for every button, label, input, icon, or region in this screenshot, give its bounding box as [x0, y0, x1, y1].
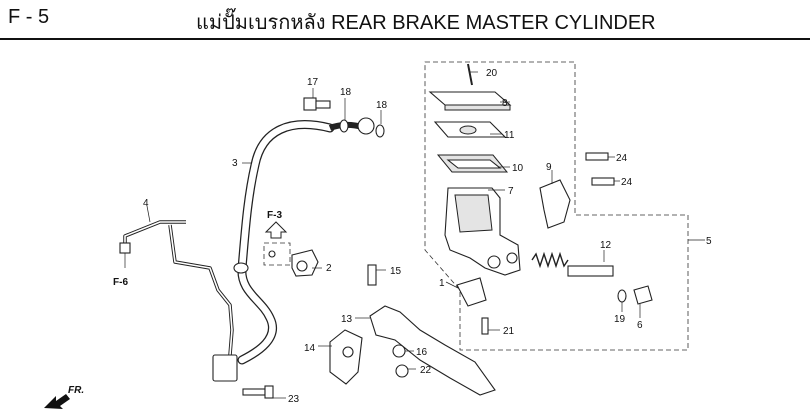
reference-f3-box [263, 242, 291, 266]
up-arrow-icon [264, 221, 288, 239]
page-code: F - 5 [8, 6, 50, 28]
part-number-label: 18 [376, 100, 388, 111]
brake-pipe [119, 220, 234, 356]
brake-hose [233, 120, 363, 365]
part-number-label: 12 [600, 240, 612, 251]
snap-ring [617, 289, 627, 303]
part-number-label: 8 [502, 98, 508, 109]
flange-bolt [242, 385, 274, 399]
hose-eye-fitting [357, 117, 375, 135]
part-number-label: 11 [504, 130, 515, 141]
part-number-label: 17 [307, 77, 319, 88]
part-number-label: 9 [546, 162, 552, 173]
diaphragm [436, 154, 509, 173]
part-number-label: 16 [416, 347, 428, 358]
part-number-label: 24 [621, 177, 633, 188]
part-number-label: 5 [706, 236, 712, 247]
front-label: FR. [68, 385, 84, 396]
brake-pedal [369, 305, 496, 396]
part-number-label: 3 [232, 158, 238, 169]
master-cylinder-body [444, 187, 521, 276]
cap-plate [433, 121, 507, 138]
sealing-washer [375, 124, 385, 138]
part-number-label: 4 [143, 198, 149, 209]
part-number-label: 1 [439, 278, 445, 289]
sealing-washer [339, 119, 349, 133]
flange-nut [395, 364, 409, 378]
part-number-label: 7 [508, 186, 514, 197]
part-number-label: 14 [304, 343, 316, 354]
bracket-bolt [481, 317, 489, 335]
pivot-bolt [367, 264, 377, 286]
part-number-label: 20 [486, 68, 498, 79]
mounting-bolt [591, 177, 615, 186]
piston-set [531, 251, 614, 277]
part-number-label: 15 [390, 266, 402, 277]
oil-bolt [303, 97, 331, 111]
push-rod-boot [456, 277, 487, 307]
part-number-label: 2 [326, 263, 332, 274]
part-number-label: 13 [341, 314, 353, 325]
front-arrow-icon [44, 394, 70, 409]
part-number-label: 23 [288, 394, 300, 405]
part-number-label: 21 [503, 326, 515, 337]
reference-f3-label: F-3 [267, 210, 282, 221]
reference-f6-label: F-6 [113, 277, 128, 288]
mounting-bolt [585, 152, 609, 161]
hose-clamp [291, 249, 319, 277]
pedal-return-spring-holder [329, 329, 363, 385]
lock-nut [392, 344, 406, 358]
page-title: แม่ปั๊มเบรกหลัง REAR BRAKE MASTER CYLIND… [196, 12, 656, 34]
clamp-bolt [268, 250, 276, 258]
brake-bracket [539, 179, 571, 229]
part-number-label: 6 [637, 320, 643, 331]
brake-joint [212, 354, 238, 382]
part-number-label: 10 [512, 163, 524, 174]
part-number-label: 18 [340, 87, 352, 98]
part-number-label: 22 [420, 365, 432, 376]
dust-boot [633, 285, 653, 305]
assembly-group-outline [424, 61, 689, 351]
header-divider [0, 38, 810, 40]
reservoir-cap [428, 91, 512, 111]
part-number-labels: 1 2 3 4 5 6 7 8 9 10 11 12 13 14 15 16 1… [143, 68, 712, 405]
reference-f3: F-3 [263, 210, 291, 266]
part-number-label: 24 [616, 153, 628, 164]
leader-lines [146, 71, 705, 399]
part-number-label: 19 [614, 314, 626, 325]
front-direction-indicator: FR. [44, 385, 84, 409]
